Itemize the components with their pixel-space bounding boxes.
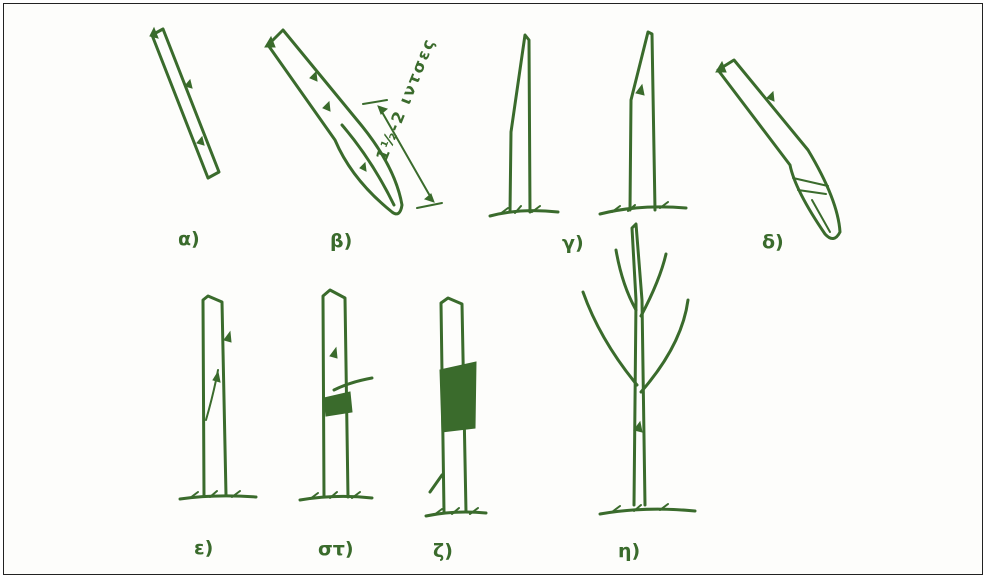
measurement-label: 1½-2 ιντσες <box>372 35 439 164</box>
grown-tree-h <box>583 224 695 514</box>
rootstock-cut-c1 <box>490 35 558 216</box>
grafted-stem-e <box>180 296 256 499</box>
label-e: ε) <box>194 537 213 559</box>
scion-stick-b <box>265 30 402 214</box>
label-d: δ) <box>762 231 784 253</box>
label-b: β) <box>330 230 352 252</box>
label-st: στ) <box>318 538 354 560</box>
rootstock-cut-c2 <box>600 32 686 214</box>
grafted-stem-z <box>426 298 486 516</box>
label-c: γ) <box>562 232 584 254</box>
label-a: α) <box>178 228 200 250</box>
scion-stick-a <box>150 28 219 178</box>
scion-stick-d <box>716 60 840 239</box>
label-z: ζ) <box>433 540 453 562</box>
label-h: η) <box>618 540 640 562</box>
grafted-stem-st <box>300 290 372 500</box>
